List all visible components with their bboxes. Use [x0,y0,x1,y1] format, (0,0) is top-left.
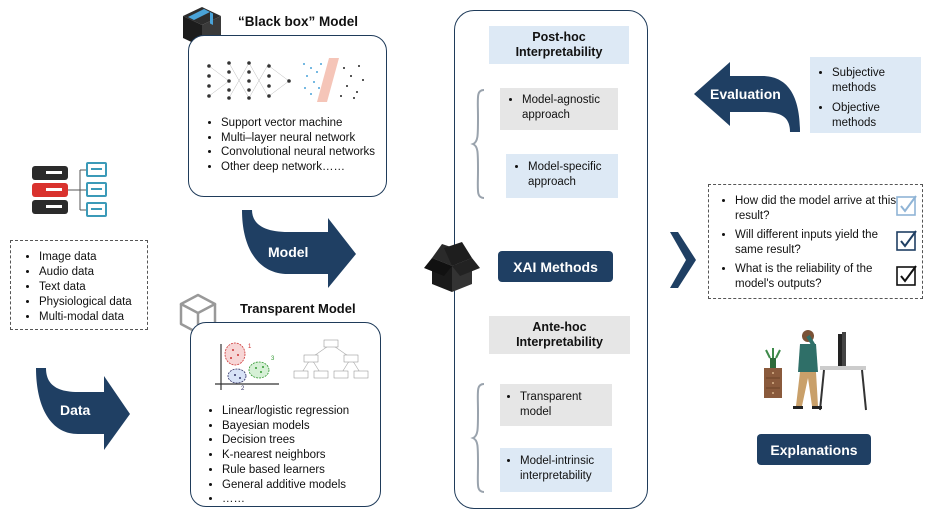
transparent-model-label: Transparent model [520,390,606,420]
black-box-item: Multi–layer neural network [221,131,396,146]
model-specific-label: Model-specific approach [528,160,612,190]
data-type-item: Physiological data [39,295,163,310]
xai-methods-label: XAI Methods [498,251,613,282]
black-box-item: Other deep network…… [221,160,396,175]
model-arrow-icon [242,210,356,288]
data-types-box: Image data Audio data Text data Physiolo… [10,240,148,330]
evaluation-arrow-label: Evaluation [710,86,781,102]
black-box-item: Support vector machine [221,116,396,131]
model-agnostic-label: Model-agnostic approach [522,93,612,123]
checkbox-checked-icon [896,195,917,216]
transparent-item: Linear/logistic regression [222,404,392,419]
person-at-desk-illustration [764,330,867,411]
svm-scatter-icon [303,58,364,102]
evaluation-arrow-icon [694,62,800,132]
black-box-title: “Black box” Model [238,14,359,29]
transparent-item: Bayesian models [222,419,392,434]
evaluation-methods-box: Subjective methods Objective methods [810,57,921,133]
explanations-label: Explanations [757,434,871,465]
data-type-item: Text data [39,280,163,295]
black-box-item: Convolutional neural networks [221,145,396,160]
transparent-item: Decision trees [222,433,392,448]
transparent-panel: 1 2 3 Linear/logistic regression Bayesia… [190,322,381,507]
data-arrow-label: Data [60,402,91,418]
question-item: What is the reliability of the model's o… [735,262,903,291]
chevron-right-icon [670,232,696,288]
post-hoc-header: Post-hoc Interpretability [489,26,629,64]
decision-tree-icon [293,339,369,379]
questions-box: How did the model arrive at this result?… [708,184,923,299]
data-type-item: Audio data [39,265,163,280]
open-box-icon [424,242,480,292]
cluster-label: 1 [248,344,252,350]
transparent-item: K-nearest neighbors [222,448,392,463]
question-item: How did the model arrive at this result? [735,194,903,223]
cluster-label: 3 [271,356,275,362]
model-specific-box: Model-specific approach [506,154,618,198]
model-intrinsic-label: Model-intrinsic interpretability [520,454,606,484]
question-item: Will different inputs yield the same res… [735,228,903,257]
data-arrow-icon [36,368,130,450]
cluster-label: 2 [241,386,245,392]
checkbox-checked-icon [896,230,917,251]
cluster-plot-icon: 1 2 3 [215,342,279,392]
post-hoc-brace [470,89,485,199]
database-icon [32,162,107,217]
transparent-model-box: Transparent model [500,384,612,426]
black-box-panel: Support vector machine Multi–layer neura… [188,35,387,197]
data-type-item: Multi-modal data [39,310,163,325]
model-agnostic-box: Model-agnostic approach [500,88,618,130]
data-type-item: Image data [39,250,163,265]
ante-hoc-header: Ante-hoc Interpretability [489,316,630,354]
neural-network-icon [207,61,291,100]
evaluation-method-item: Subjective methods [832,66,915,96]
transparent-item: Rule based learners [222,463,392,478]
model-intrinsic-box: Model-intrinsic interpretability [500,448,612,492]
transparent-item: General additive models [222,478,392,493]
ante-hoc-brace [470,383,485,493]
checkbox-checked-icon [896,265,917,286]
model-arrow-label: Model [268,244,309,260]
transparent-item: …… [222,492,392,507]
evaluation-method-item: Objective methods [832,101,915,131]
transparent-title: Transparent Model [240,301,356,316]
